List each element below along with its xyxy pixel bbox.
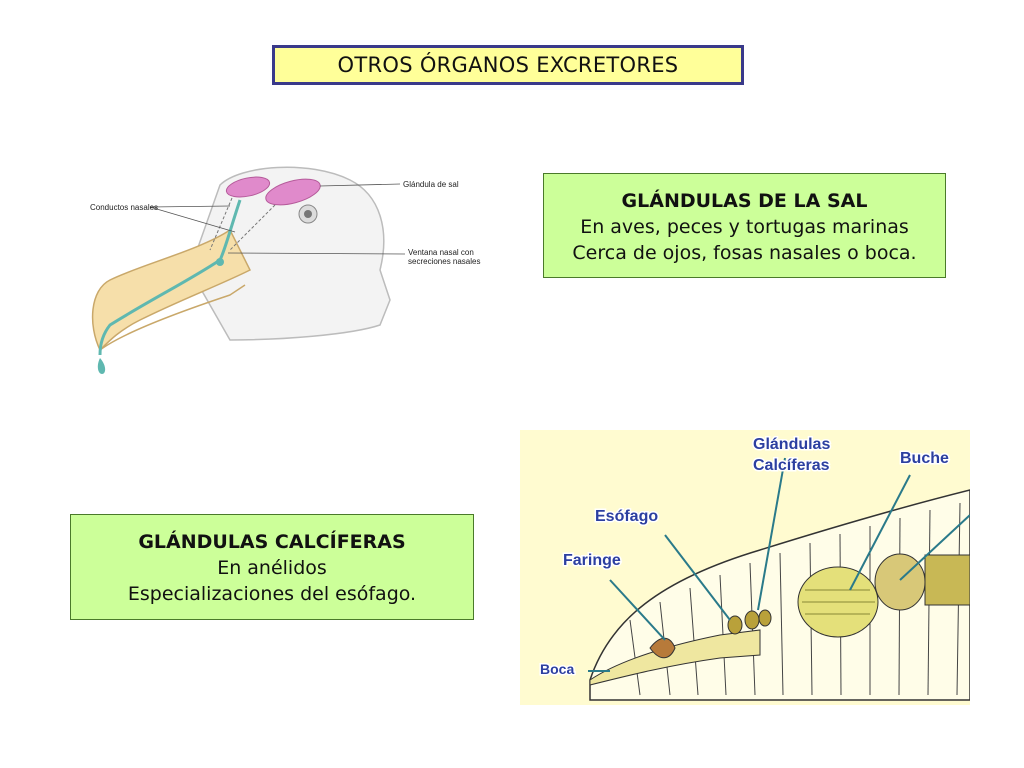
label-mouth: Boca: [540, 661, 574, 677]
salt-glands-box: GLÁNDULAS DE LA SAL En aves, peces y tor…: [543, 173, 946, 278]
calciferous-glands-line2: Especializaciones del esófago.: [127, 583, 417, 605]
calciferous-glands-line1: En anélidos: [217, 557, 327, 579]
calciferous-glands-heading: GLÁNDULAS CALCÍFERAS: [138, 531, 406, 553]
label-crop: Buche: [900, 450, 949, 467]
label-nasal-window-2: secreciones nasales: [408, 257, 480, 266]
earthworm-anatomy-illustration: Glándulas Calcíferas Buche Esófago Farin…: [520, 430, 970, 705]
label-salt-gland: Glándula de sal: [403, 180, 459, 189]
label-calciferous-glands-1: Glándulas: [753, 436, 830, 453]
bird-salt-gland-illustration: Conductos nasales Glándula de sal Ventan…: [90, 166, 480, 374]
page-title: OTROS ÓRGANOS EXCRETORES: [272, 45, 744, 85]
calciferous-glands-box: GLÁNDULAS CALCÍFERAS En anélidos Especia…: [70, 514, 474, 620]
label-pharynx: Faringe: [563, 552, 621, 569]
salt-glands-line1: En aves, peces y tortugas marinas: [580, 216, 909, 238]
label-calciferous-glands-2: Calcíferas: [753, 457, 830, 474]
label-nasal-ducts: Conductos nasales: [90, 203, 158, 212]
label-nasal-window-1: Ventana nasal con: [408, 248, 474, 257]
label-esophagus: Esófago: [595, 508, 658, 525]
salt-glands-line2: Cerca de ojos, fosas nasales o boca.: [572, 242, 917, 264]
salt-glands-heading: GLÁNDULAS DE LA SAL: [621, 190, 868, 212]
